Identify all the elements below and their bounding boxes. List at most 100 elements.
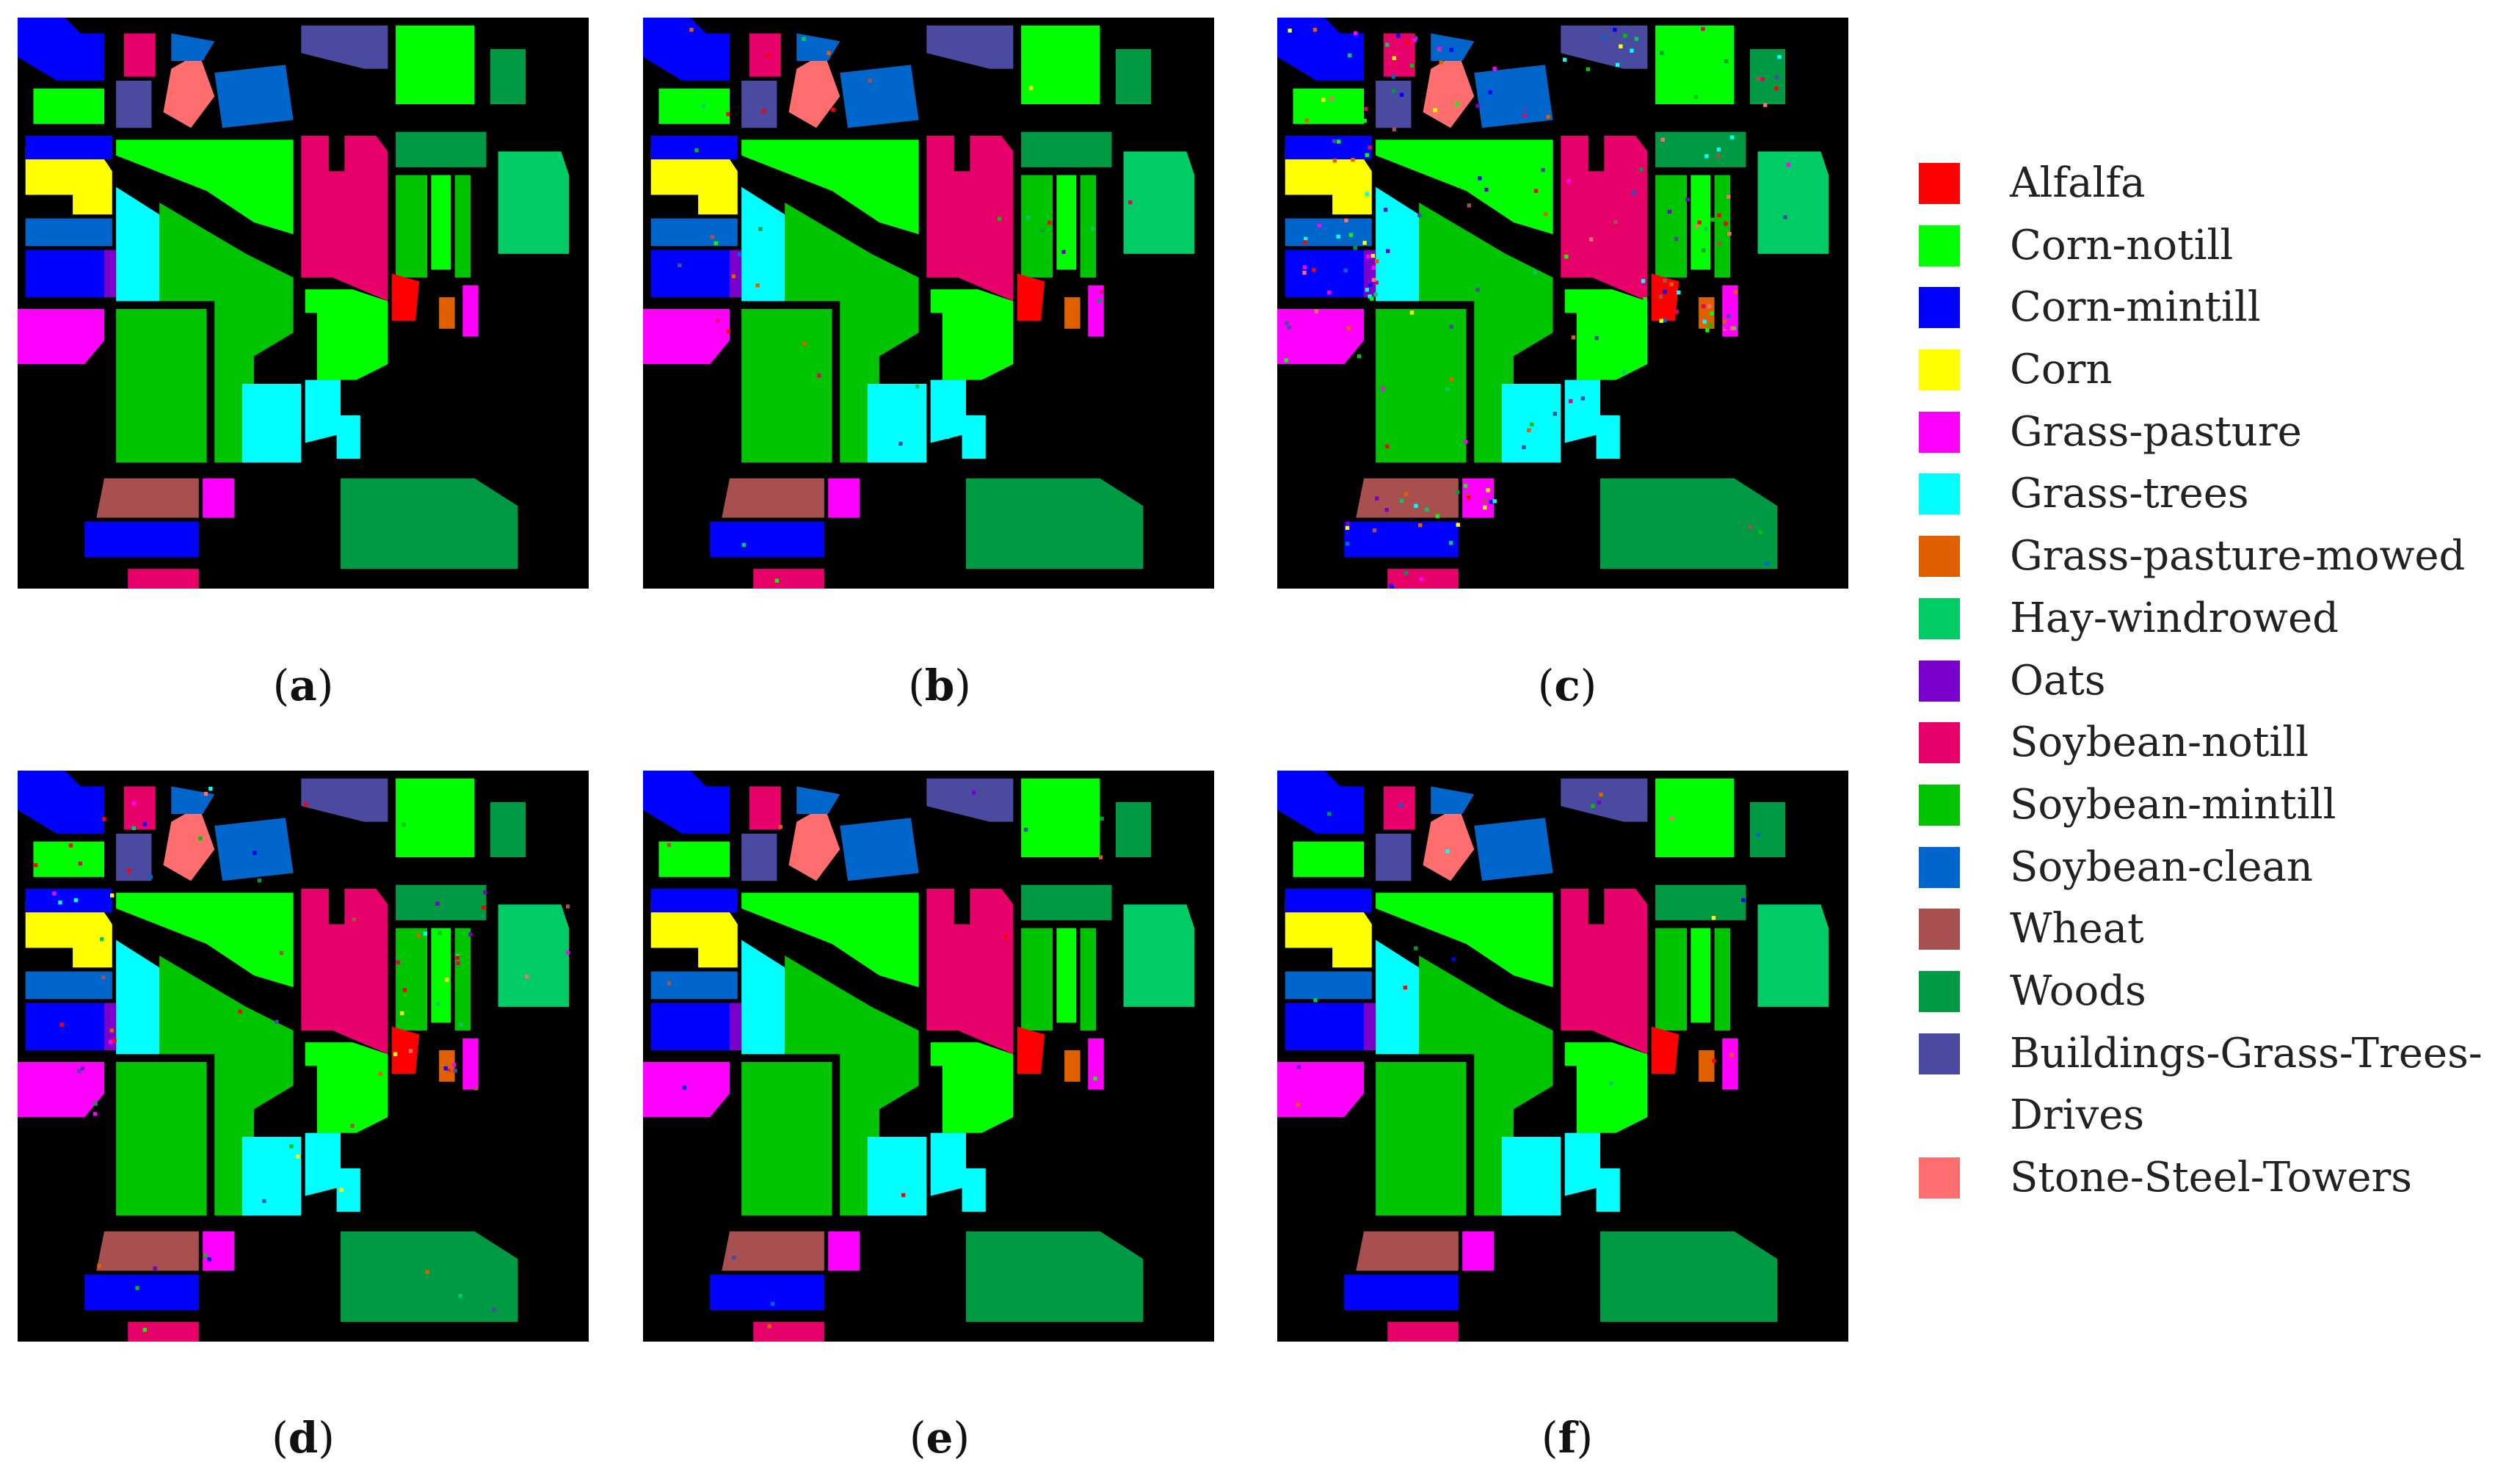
swatch <box>1919 722 1960 764</box>
class-region <box>1383 33 1415 77</box>
noise-pixel <box>1399 498 1404 503</box>
class-region <box>930 1042 1014 1133</box>
noise-pixel <box>203 1254 208 1258</box>
noise-pixel <box>1384 508 1389 512</box>
noise-pixel <box>1748 525 1752 529</box>
noise-pixel <box>1040 228 1045 233</box>
class-region <box>650 888 738 913</box>
noise-pixel <box>1337 139 1341 144</box>
class-region <box>305 1042 388 1133</box>
noise-pixel <box>110 893 115 898</box>
class-region <box>1501 1136 1561 1216</box>
swatch <box>1919 1033 1960 1074</box>
noise-pixel <box>1396 33 1401 38</box>
noise-pixel <box>1370 253 1376 258</box>
noise-pixel <box>1354 31 1358 36</box>
class-region <box>498 904 570 1007</box>
class-region <box>431 175 451 270</box>
noise-pixel <box>1405 40 1409 45</box>
class-region <box>1080 175 1097 278</box>
noise-pixel <box>402 822 406 827</box>
noise-pixel <box>58 901 62 905</box>
noise-pixel <box>131 826 136 831</box>
noise-pixel <box>483 890 487 895</box>
class-region <box>104 250 117 297</box>
class-region <box>1655 175 1688 278</box>
noise-pixel <box>1435 514 1440 518</box>
noise-pixel <box>1418 523 1423 528</box>
noise-pixel <box>1404 492 1409 496</box>
noise-pixel <box>1758 530 1763 534</box>
noise-pixel <box>1445 849 1450 854</box>
noise-pixel <box>1569 399 1573 404</box>
class-region <box>159 203 294 463</box>
noise-pixel <box>275 1019 279 1025</box>
class-region <box>431 928 451 1023</box>
map-svg <box>643 18 1214 589</box>
noise-pixel <box>1317 223 1322 228</box>
class-region <box>462 1038 479 1090</box>
noise-pixel <box>778 825 782 829</box>
class-region <box>96 478 199 518</box>
class-region <box>650 971 738 1000</box>
noise-pixel <box>482 906 486 910</box>
class-region <box>741 139 919 235</box>
legend-label: Wheat <box>2010 905 2144 953</box>
class-region <box>128 569 199 589</box>
noise-pixel <box>238 1009 242 1014</box>
noise-pixel <box>1786 162 1791 167</box>
class-region <box>462 285 479 337</box>
noise-pixel <box>1475 103 1480 108</box>
noise-pixel <box>1641 279 1646 283</box>
noise-pixel <box>1398 802 1404 807</box>
class-region <box>1376 939 1420 1055</box>
swatch <box>1919 225 1960 266</box>
class-region <box>796 786 840 815</box>
noise-pixel <box>1336 234 1340 239</box>
noise-pixel <box>1296 1102 1301 1107</box>
swatch <box>1919 287 1960 329</box>
legend-label: Oats <box>2010 656 2106 705</box>
class-region <box>1293 841 1365 877</box>
noise-pixel <box>446 1069 451 1073</box>
noise-pixel <box>1366 255 1370 259</box>
noise-pixel <box>1677 290 1681 295</box>
class-region <box>643 1062 730 1118</box>
noise-pixel <box>1741 898 1746 903</box>
class-region <box>1376 892 1553 988</box>
noise-pixel <box>1483 505 1487 510</box>
class-region <box>930 379 986 459</box>
noise-pixel <box>1455 102 1459 106</box>
noise-pixel <box>80 1066 85 1071</box>
noise-pixel <box>868 79 872 83</box>
noise-pixel <box>416 934 421 938</box>
noise-pixel <box>1449 48 1453 52</box>
noise-pixel <box>52 891 57 896</box>
noise-pixel <box>1783 215 1787 219</box>
noise-pixel <box>59 1022 64 1027</box>
class-region <box>1344 1274 1459 1311</box>
class-region <box>1021 131 1112 167</box>
noise-pixel <box>425 1270 429 1274</box>
class-region <box>123 786 156 830</box>
caption-c: (c) <box>1537 661 1597 710</box>
noise-pixel <box>458 1294 462 1298</box>
noise-pixel <box>1391 89 1395 93</box>
class-region <box>1561 888 1648 1055</box>
caption-b: (b) <box>908 661 971 710</box>
noise-pixel <box>726 112 730 117</box>
noise-pixel <box>1732 326 1737 331</box>
class-region <box>301 778 388 822</box>
noise-pixel <box>1399 92 1404 97</box>
noise-pixel <box>1314 309 1318 313</box>
noise-pixel <box>1303 240 1307 244</box>
class-region <box>18 309 105 365</box>
noise-pixel <box>352 917 356 922</box>
class-region <box>741 80 777 128</box>
noise-pixel <box>1634 37 1639 41</box>
class-region <box>301 135 388 302</box>
class-region <box>741 939 785 1055</box>
noise-pixel <box>1733 290 1738 294</box>
class-region <box>242 1136 302 1216</box>
class-region <box>1387 1322 1459 1342</box>
